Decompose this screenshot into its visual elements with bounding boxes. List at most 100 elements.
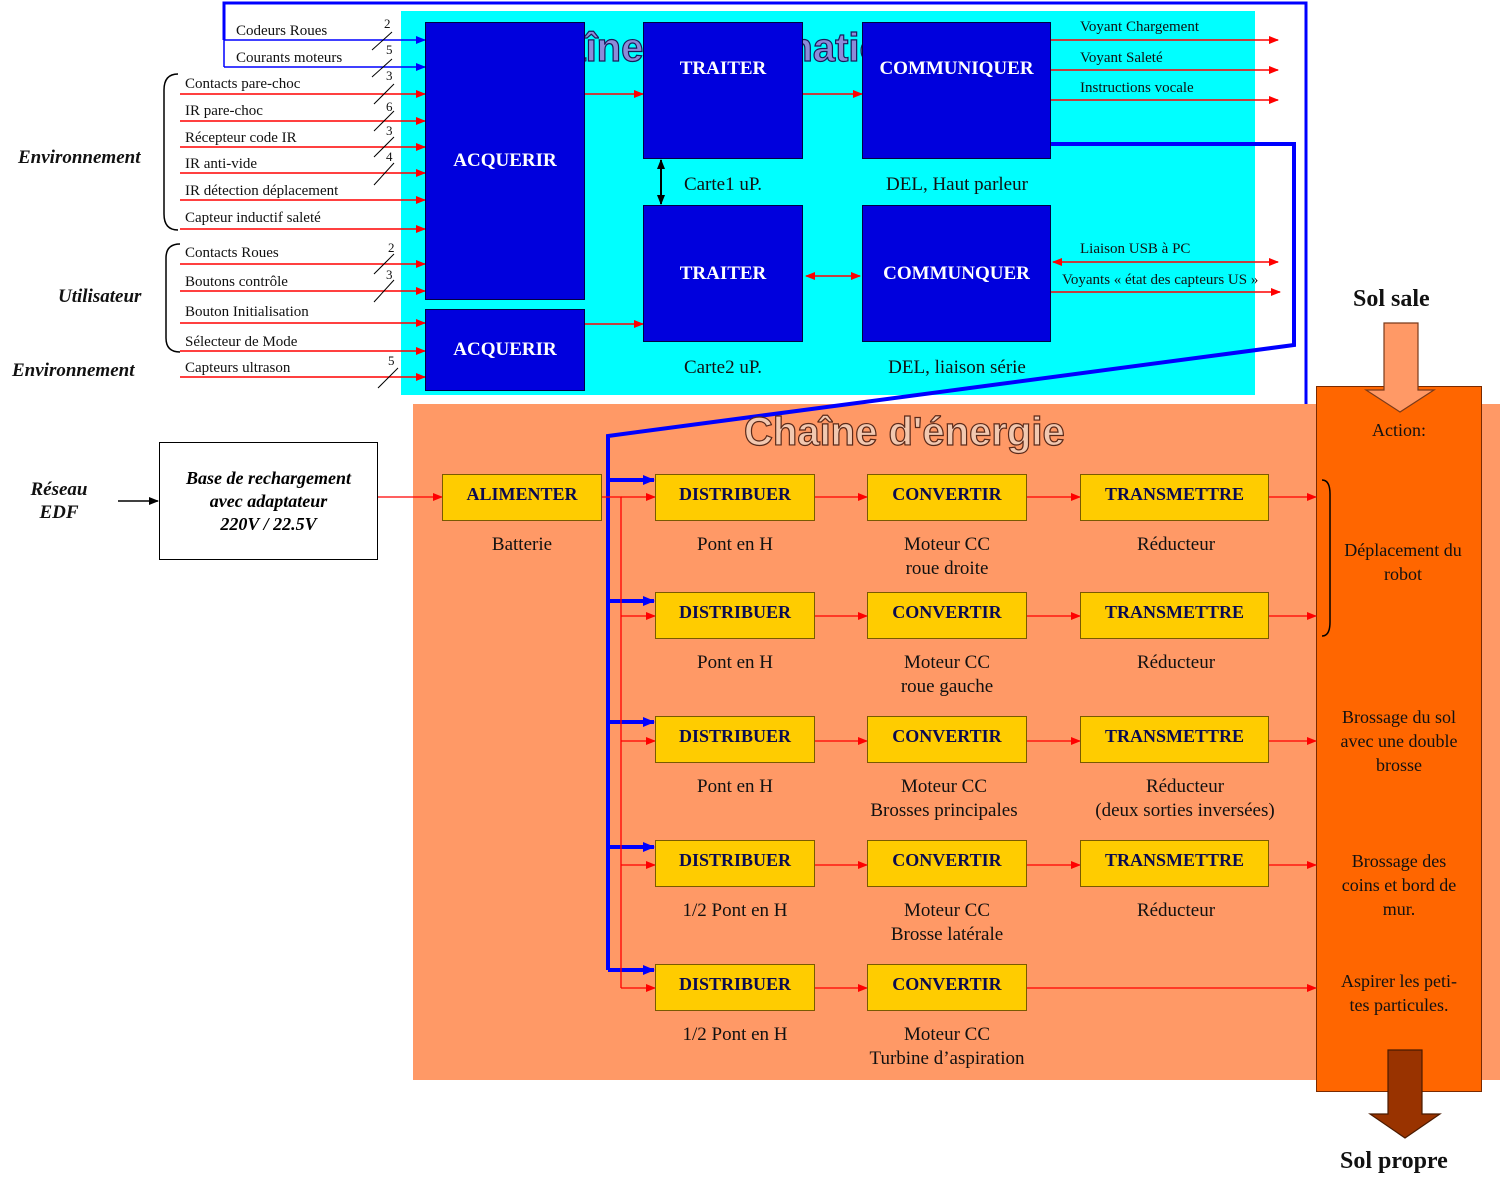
feedback-links [222, 1, 1308, 975]
group-utilisateur: Utilisateur [58, 286, 142, 307]
distribuer-block: DISTRIBUER [655, 716, 815, 763]
group-environnement: Environnement [18, 147, 141, 168]
transmettre-label: Réducteur [1136, 900, 1216, 921]
distribuer-label: Pont en H [697, 534, 773, 555]
distribuer-label: Pont en H [697, 652, 773, 673]
input-label: Contacts Roues [185, 245, 279, 261]
input-label: Contacts pare-choc [185, 76, 301, 92]
acquerir-block: ACQUERIR [425, 22, 585, 300]
acquerir-block-2: ACQUERIR [425, 309, 585, 391]
base-line1: Base de rechargement [186, 468, 351, 488]
action-brossage-sol: Brossage du sol avec une double brosse [1320, 705, 1478, 777]
bus-count: 3 [386, 68, 393, 83]
reseau-line2: EDF [39, 502, 79, 523]
reseau-line1: Réseau [30, 479, 88, 500]
bus-count: 3 [386, 267, 393, 282]
output-label: Voyant Saleté [1080, 50, 1163, 66]
convertir-label-line2: roue gauche [900, 676, 994, 697]
bus-count: 2 [384, 16, 391, 31]
communiquer-block: COMMUNIQUER [862, 22, 1051, 159]
action-title: Action: [1372, 420, 1426, 440]
action-line: Brossage du sol [1342, 707, 1456, 727]
group-braces [163, 73, 1331, 637]
batterie-label: Batterie [491, 534, 553, 555]
reseau-edf-label: Réseau EDF [26, 478, 92, 524]
bus-count: 2 [388, 240, 395, 255]
sol-propre-label: Sol propre [1340, 1148, 1448, 1174]
distribuer-block: DISTRIBUER [655, 474, 815, 521]
information-arrows [584, 36, 1281, 328]
action-aspirer: Aspirer les peti- tes particules. [1320, 969, 1478, 1017]
transmettre-block: TRANSMETTRE [1080, 592, 1269, 639]
input-label: Courants moteurs [236, 50, 343, 66]
distribuer-label: 1/2 Pont en H [682, 900, 788, 921]
bus-count: 3 [386, 123, 393, 138]
output-label: Instructions vocale [1080, 80, 1194, 96]
distribuer-block: DISTRIBUER [655, 964, 815, 1011]
convertir-label-line2: Turbine d’aspiration [869, 1048, 1025, 1069]
action-deplacement: Déplacement du robot [1330, 538, 1476, 586]
action-line: Brossage des [1351, 851, 1447, 871]
input-label: IR anti-vide [185, 156, 258, 172]
input-label: Sélecteur de Mode [185, 334, 298, 350]
action-line: brosse [1376, 755, 1422, 775]
del-haut-parleur-label: DEL, Haut parleur [886, 174, 1028, 195]
bus-count: 6 [386, 99, 393, 114]
communiquer-block-2: COMMUNQUER [862, 205, 1051, 342]
sol-sale-arrow [1363, 322, 1437, 413]
convertir-block: CONVERTIR [867, 592, 1027, 639]
transmettre-label: Réducteur [1136, 652, 1216, 673]
convertir-label-line1: Moteur CC [903, 534, 991, 555]
action-line: avec une double [1340, 731, 1458, 751]
distribuer-block: DISTRIBUER [655, 592, 815, 639]
transmettre-label-line1: Réducteur [1145, 776, 1225, 797]
transmettre-label-line2: (deux sorties inversées) [1095, 800, 1275, 821]
convertir-label-line2: Brosses principales [870, 800, 1018, 821]
convertir-label-line1: Moteur CC [903, 900, 991, 921]
input-label: Codeurs Roues [236, 23, 328, 39]
convertir-label-line1: Moteur CC [903, 652, 991, 673]
convertir-label-line2: roue droite [905, 558, 989, 579]
group-environnement-2: Environnement [12, 360, 135, 381]
del-liaison-serie-label: DEL, liaison série [888, 357, 1026, 378]
convertir-block: CONVERTIR [867, 840, 1027, 887]
convertir-label-line1: Moteur CC [900, 776, 988, 797]
carte2-label: Carte2 uP. [683, 357, 763, 378]
distribuer-label: 1/2 Pont en H [682, 1024, 788, 1045]
traiter-block-2: TRAITER [643, 205, 803, 342]
transmettre-block: TRANSMETTRE [1080, 716, 1269, 763]
sol-propre-arrow [1368, 1049, 1442, 1139]
bus-slashes [371, 31, 399, 389]
energy-chain-title: Chaîne d'énergie [743, 409, 1065, 454]
action-brossage-coins: Brossage des coins et bord de mur. [1320, 849, 1478, 921]
traiter-block: TRAITER [643, 22, 803, 159]
action-line: mur. [1382, 899, 1416, 919]
input-label: Bouton Initialisation [185, 304, 309, 320]
transmettre-label: Réducteur [1136, 534, 1216, 555]
input-label: Récepteur code IR [185, 130, 297, 146]
convertir-label-line2: Brosse latérale [890, 924, 1004, 945]
action-line: coins et bord de [1341, 875, 1457, 895]
output-label: Liaison USB à PC [1080, 241, 1191, 257]
input-label: IR pare-choc [185, 103, 263, 119]
action-line: robot [1384, 564, 1422, 584]
energy-arrows [378, 493, 1317, 992]
bus-count: 5 [386, 42, 393, 57]
output-label: Voyant Chargement [1080, 19, 1200, 35]
action-line: tes particules. [1349, 995, 1449, 1015]
input-label: Capteurs ultrason [185, 360, 291, 376]
convertir-label-line1: Moteur CC [903, 1024, 991, 1045]
distribuer-label: Pont en H [697, 776, 773, 797]
carte1-label: Carte1 uP. [683, 174, 763, 195]
bus-count: 4 [386, 149, 393, 164]
sol-sale-label: Sol sale [1353, 286, 1430, 312]
action-line: Aspirer les peti- [1341, 971, 1457, 991]
alimenter-block: ALIMENTER [442, 474, 602, 521]
action-line: Déplacement du [1344, 540, 1462, 560]
convertir-block: CONVERTIR [867, 474, 1027, 521]
convertir-block: CONVERTIR [867, 964, 1027, 1011]
transmettre-block: TRANSMETTRE [1080, 840, 1269, 887]
bus-count: 5 [388, 353, 395, 368]
